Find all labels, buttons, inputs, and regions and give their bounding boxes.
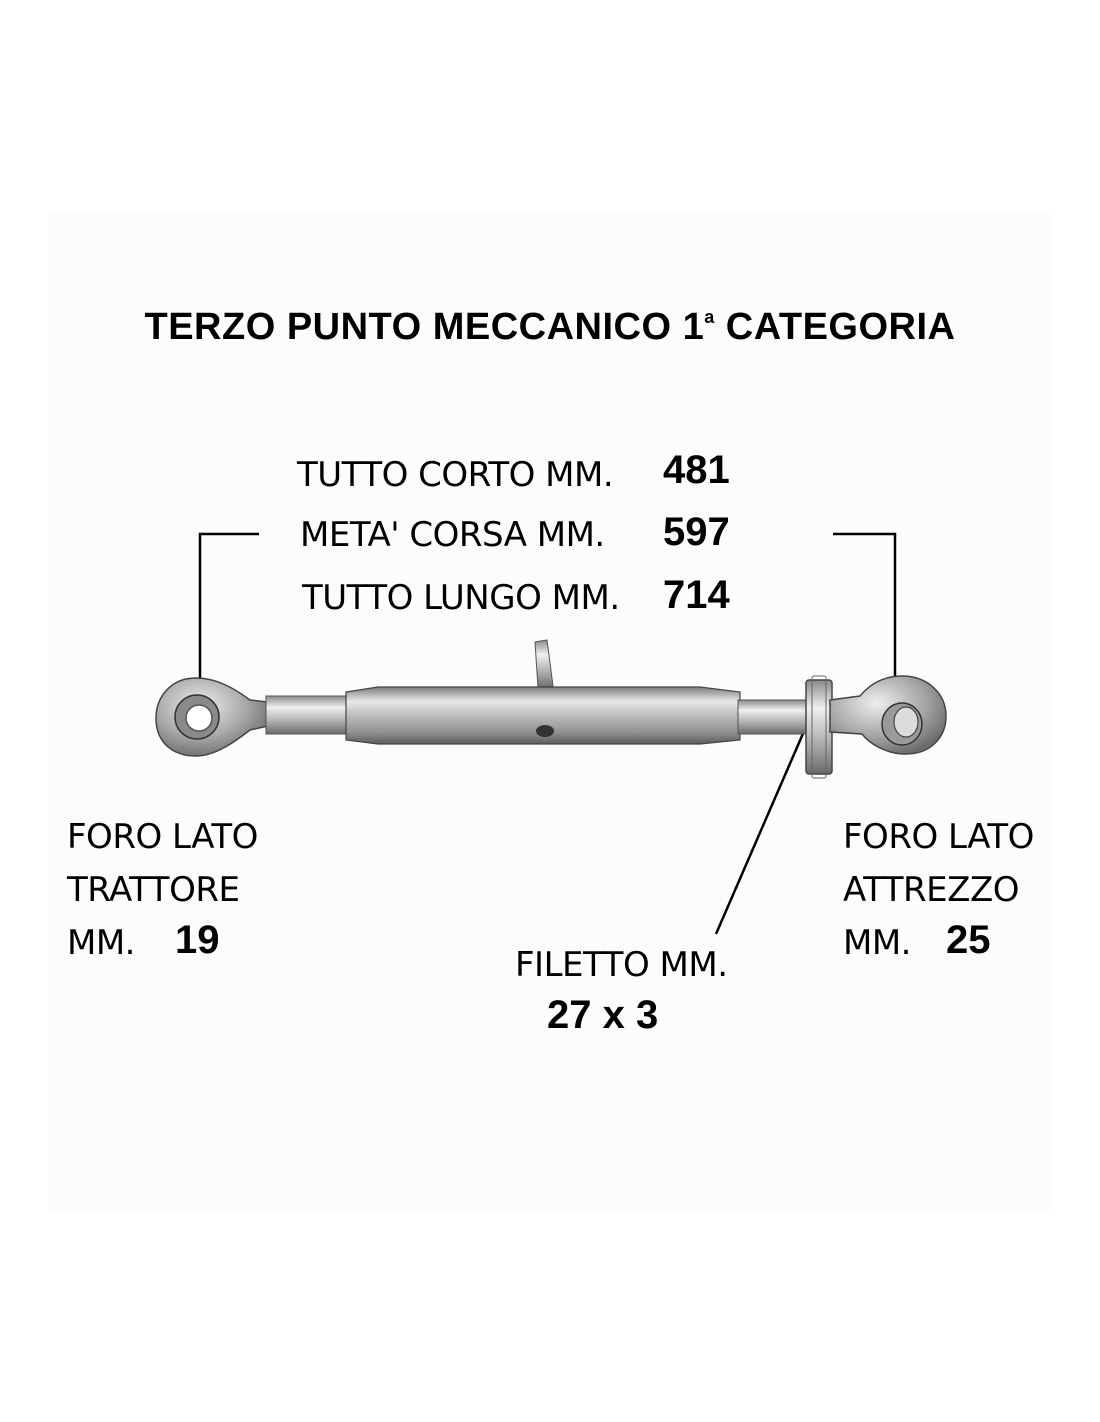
tractor-hole-value: 19: [175, 918, 220, 962]
thread-label: FILETTO MM.: [515, 945, 728, 985]
tractor-hole-line2: TRATTORE: [67, 870, 240, 910]
half-stroke-label: META' CORSA MM.: [300, 515, 605, 555]
page-title: TERZO PUNTO MECCANICO 1a CATEGORIA: [144, 306, 956, 348]
right-rod: [737, 699, 811, 735]
thread-value: 27 x 3: [547, 993, 659, 1037]
thread-leader-line: [714, 728, 807, 935]
implement-hole-value: 25: [946, 918, 991, 962]
long-length-label: TUTTO LUNGO MM.: [302, 578, 620, 618]
tractor-hole-line1: FORO LATO: [67, 817, 258, 857]
implement-hole-line2: ATTREZZO: [843, 870, 1020, 910]
tractor-side-eye: [155, 677, 269, 757]
handle: [534, 639, 554, 689]
long-length-value: 714: [663, 573, 730, 617]
implement-leader-line: [833, 532, 897, 702]
short-length-value: 481: [663, 448, 730, 492]
implement-hole-unit: MM.: [843, 923, 911, 963]
tractor-hole-unit: MM.: [67, 923, 135, 963]
tractor-leader-line: [198, 532, 259, 712]
leader-lines: [198, 532, 897, 935]
central-tube: [345, 686, 741, 745]
implement-side-eye: [829, 675, 947, 755]
left-rod: [265, 695, 351, 735]
lock-nut: [805, 675, 833, 779]
half-stroke-value: 597: [663, 510, 730, 554]
implement-hole-line1: FORO LATO: [843, 817, 1034, 857]
short-length-label: TUTTO CORTO MM.: [297, 455, 614, 495]
tube-hole: [536, 725, 554, 737]
